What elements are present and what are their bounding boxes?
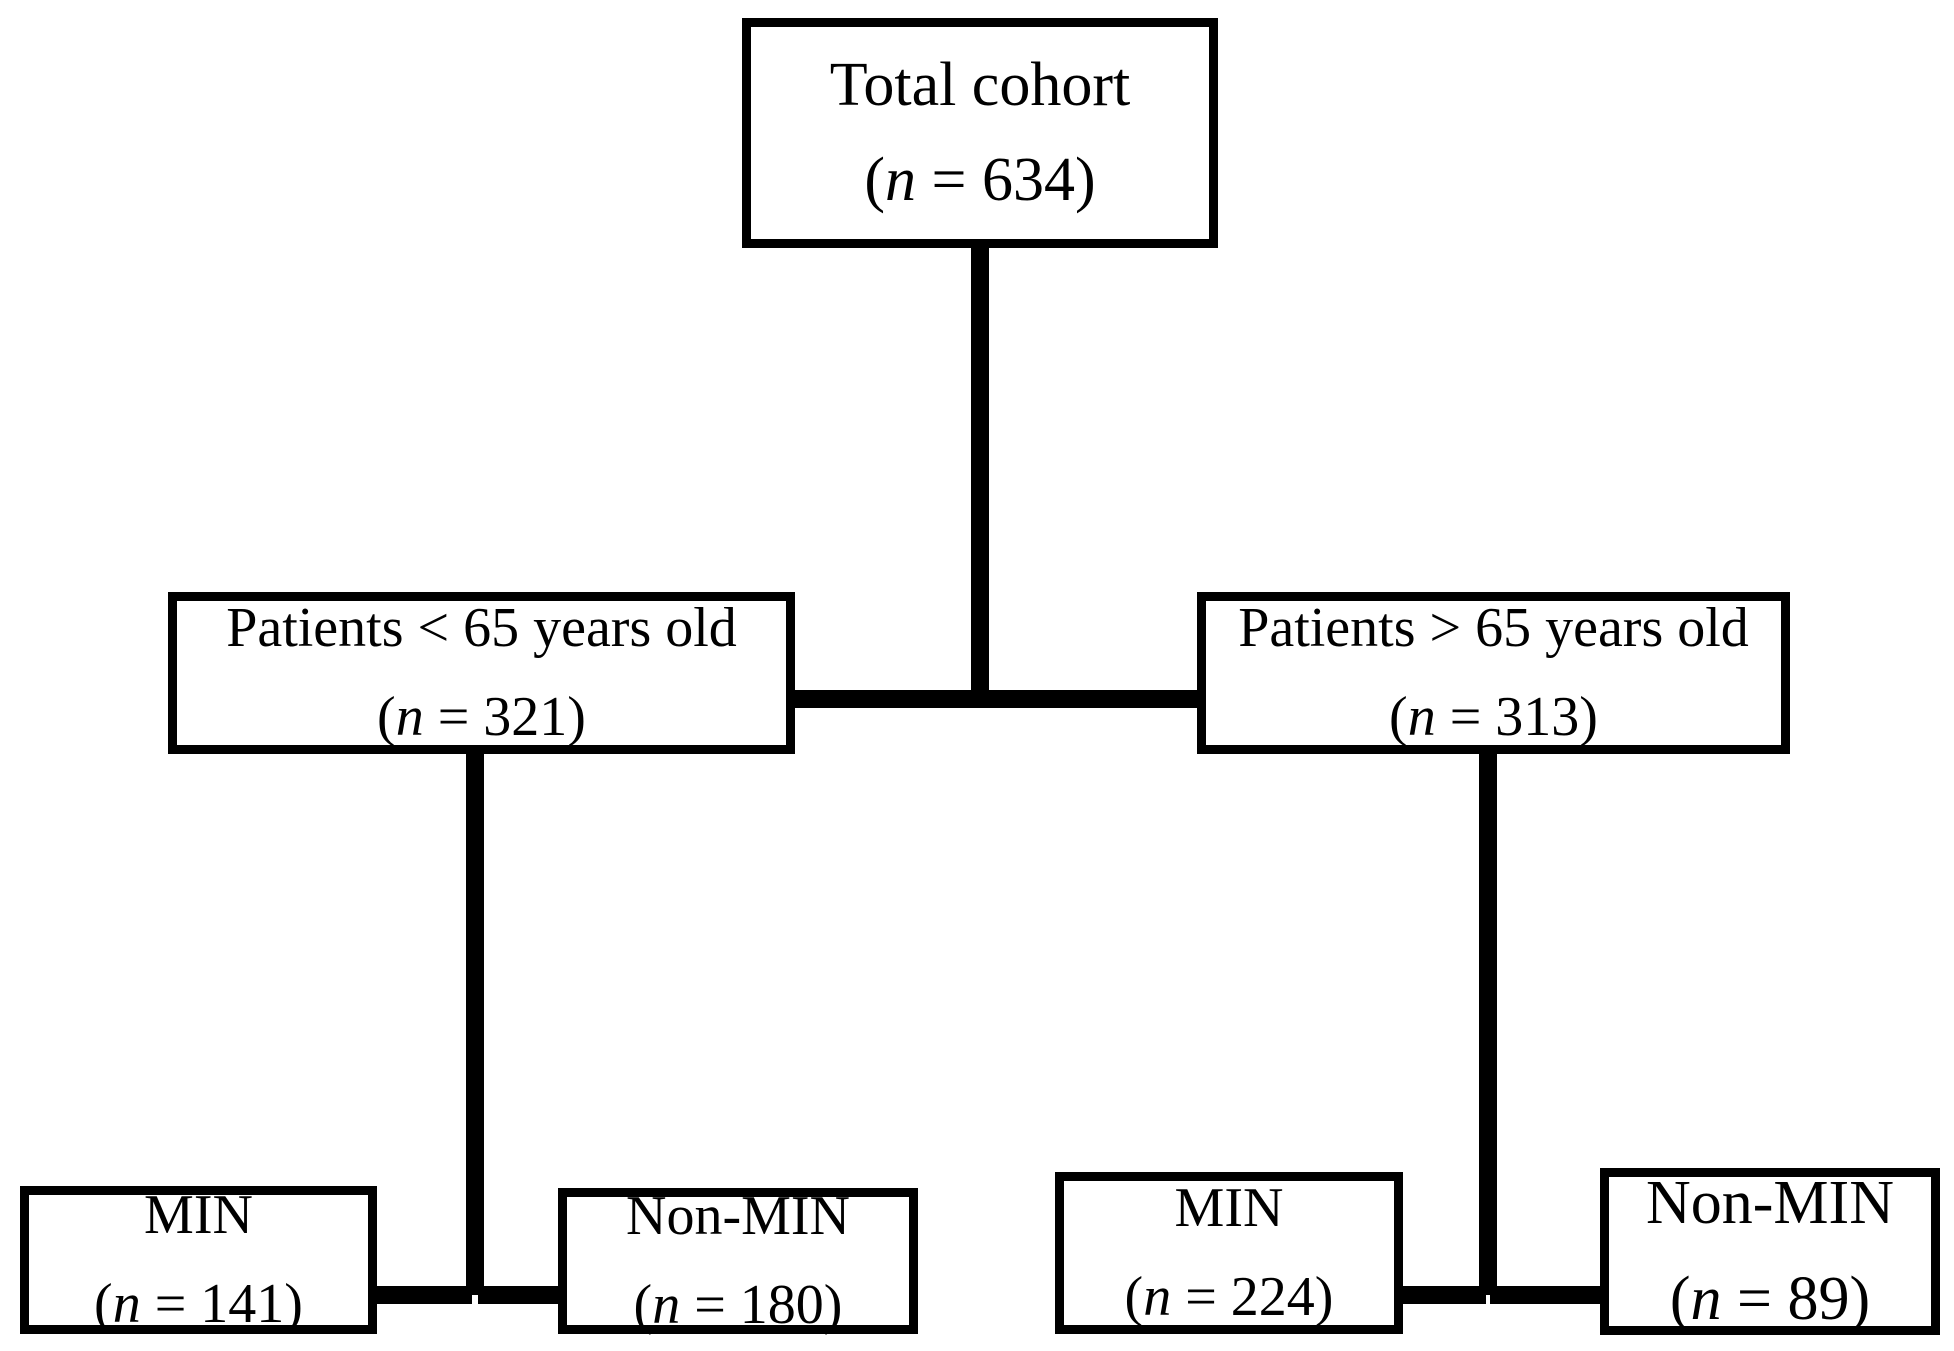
equals-sign: = [1721, 1264, 1788, 1333]
node-patients-over-65: Patients > 65 years old (n = 313) [1197, 592, 1790, 754]
paren-open: ( [1389, 686, 1408, 748]
paren-close: ) [1579, 686, 1598, 748]
paren-open: ( [377, 686, 396, 748]
equals-sign: = [140, 1273, 201, 1335]
paren-open: ( [633, 1274, 653, 1336]
connector-under65-stem [466, 749, 484, 1295]
paren-close: ) [1074, 146, 1096, 214]
n-symbol: n [112, 1273, 141, 1335]
node-min-under-65: MIN (n = 141) [20, 1186, 377, 1334]
node-non-min-under-65: Non-MIN (n = 180) [558, 1185, 918, 1335]
node-total-cohort-label: Total cohort [829, 50, 1131, 119]
node-min-over-65-label: MIN [1174, 1177, 1284, 1240]
equals-sign: = [916, 146, 982, 214]
connector-age-split-bar [790, 690, 1202, 708]
equals-sign: = [680, 1274, 740, 1336]
paren-close: ) [567, 686, 586, 748]
n-symbol: n [885, 146, 917, 214]
node-non-min-over-65-label: Non-MIN [1646, 1169, 1894, 1238]
count-value: 313 [1495, 686, 1580, 748]
n-symbol: n [1690, 1264, 1722, 1333]
paren-close: ) [284, 1273, 303, 1335]
equals-sign: = [1435, 686, 1496, 748]
paren-close: ) [1849, 1264, 1871, 1333]
node-patients-under-65-label: Patients < 65 years old [226, 597, 737, 660]
count-value: 634 [981, 146, 1075, 214]
connector-under65-bar-left [372, 1286, 472, 1304]
node-min-under-65-label: MIN [144, 1184, 253, 1247]
connector-under65-bar-right [478, 1286, 564, 1304]
node-min-over-65-count: (n = 224) [1125, 1268, 1334, 1327]
paren-close: ) [823, 1274, 843, 1336]
node-patients-over-65-count: (n = 313) [1389, 688, 1598, 747]
count-value: 321 [483, 686, 568, 748]
paren-open: ( [1124, 1266, 1144, 1328]
connector-over65-bar-left [1398, 1286, 1486, 1304]
paren-open: ( [94, 1273, 113, 1335]
node-patients-under-65: Patients < 65 years old (n = 321) [168, 592, 795, 754]
n-symbol: n [1143, 1266, 1172, 1328]
node-patients-over-65-label: Patients > 65 years old [1238, 597, 1749, 660]
node-min-over-65: MIN (n = 224) [1055, 1172, 1403, 1334]
connector-over65-bar-right [1490, 1286, 1606, 1304]
n-symbol: n [1407, 686, 1436, 748]
paren-close: ) [1314, 1266, 1334, 1328]
equals-sign: = [1171, 1266, 1231, 1328]
n-symbol: n [652, 1274, 681, 1336]
node-non-min-over-65: Non-MIN (n = 89) [1600, 1168, 1940, 1335]
count-value: 180 [739, 1274, 824, 1336]
count-value: 141 [200, 1273, 285, 1335]
node-min-under-65-count: (n = 141) [94, 1275, 303, 1334]
node-non-min-over-65-count: (n = 89) [1669, 1264, 1871, 1333]
node-non-min-under-65-count: (n = 180) [634, 1276, 843, 1335]
node-total-cohort-count: (n = 634) [864, 146, 1096, 214]
node-patients-under-65-count: (n = 321) [377, 688, 586, 747]
paren-open: ( [1669, 1264, 1691, 1333]
count-value: 89 [1787, 1264, 1850, 1333]
paren-open: ( [864, 146, 886, 214]
node-total-cohort: Total cohort (n = 634) [742, 18, 1218, 248]
connector-total-cohort-stem [971, 243, 989, 705]
n-symbol: n [395, 686, 424, 748]
node-non-min-under-65-label: Non-MIN [626, 1185, 850, 1248]
count-value: 224 [1230, 1266, 1315, 1328]
equals-sign: = [423, 686, 484, 748]
connector-over65-stem [1479, 749, 1497, 1295]
